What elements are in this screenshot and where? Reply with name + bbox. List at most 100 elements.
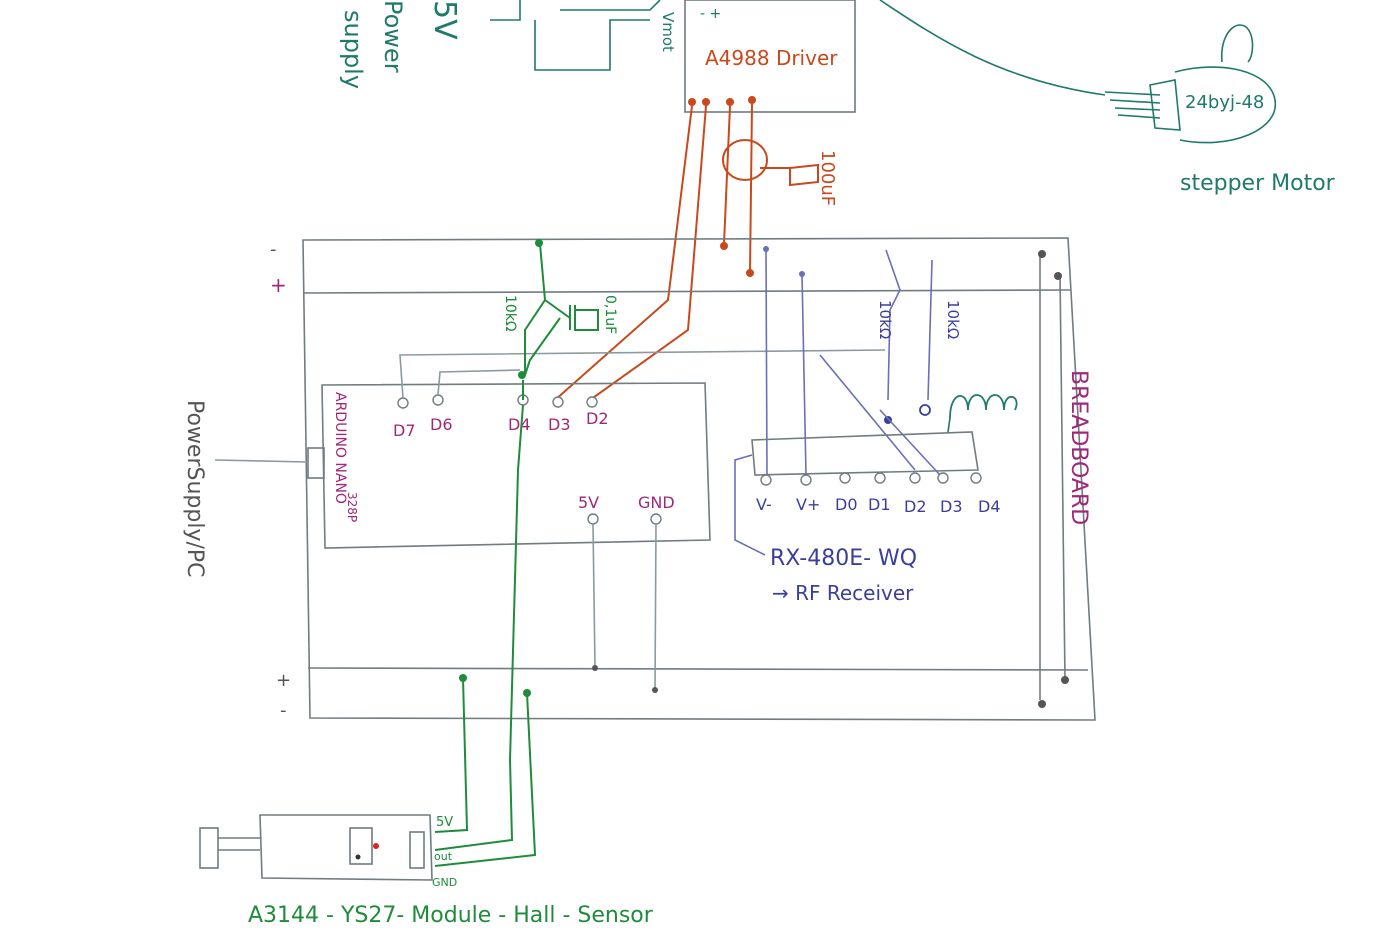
breadboard: - + + - BREADBOARD — [270, 237, 1096, 721]
capacitor-100uf-lead — [760, 163, 819, 187]
rf-v-minus-dot — [763, 246, 769, 252]
arduino-usb-port — [307, 447, 325, 479]
rf-pin-label: D4 — [978, 497, 1001, 516]
arduino-pin-d2 — [586, 396, 598, 408]
arduino-pin-d7 — [397, 397, 409, 409]
rf-pin-d1 — [874, 472, 886, 484]
driver-pin-1 — [688, 98, 696, 106]
rf-receiver-subtitle: → RF Receiver — [772, 581, 914, 605]
button-top-dot — [535, 239, 543, 247]
driver-pin-3 — [726, 98, 734, 106]
rail-minus-connection — [720, 242, 728, 250]
driver-polarity-label: - + — [700, 6, 721, 22]
wire-rf-data — [819, 354, 941, 476]
rf-pin-label: D0 — [835, 495, 858, 514]
rf-receiver-board — [751, 431, 979, 476]
breadboard-bottom-rail-line — [307, 667, 1089, 671]
hall-sensor-header — [409, 831, 425, 869]
breadboard-label: BREADBOARD — [1066, 370, 1091, 525]
breadboard-rail-dot — [1038, 700, 1046, 708]
power-supply-label-power: Power — [379, 0, 407, 73]
motor-cable — [879, 0, 1106, 96]
arduino-power-label: 5V — [578, 493, 599, 512]
arduino-pin-label: D2 — [586, 409, 609, 428]
button-resistor-label: 10kΩ — [502, 295, 518, 332]
rail-plus-connection — [746, 269, 754, 277]
rf-antenna-lead — [947, 417, 951, 433]
button-junction — [518, 371, 526, 379]
rf-pin-v-plus — [800, 474, 812, 486]
power-supply-wire-2 — [560, 0, 661, 11]
wire-d7 — [399, 349, 886, 399]
arduino-pin-label: D3 — [548, 415, 571, 434]
hall-sensor-tip — [199, 827, 219, 869]
driver-pin-2 — [702, 98, 710, 106]
wire-rf-v-plus — [801, 273, 807, 476]
button-capacitor-label: 0,1uF — [602, 295, 618, 334]
rf-pin-d2 — [909, 472, 921, 484]
wire-rf-v-minus — [765, 249, 768, 476]
motor-flange — [1220, 24, 1254, 63]
capacitor-01uf — [544, 299, 599, 331]
rf-antenna-coil — [949, 394, 1018, 419]
arduino-board — [321, 382, 711, 549]
wire-hall-gnd — [434, 692, 537, 867]
breadboard-outline — [302, 237, 1096, 721]
hall-sensor-wiring — [434, 404, 537, 867]
wire-hall-out-to-d4 — [434, 404, 524, 851]
power-supply-label-supply: supply — [339, 10, 367, 89]
motor-connector — [1149, 79, 1181, 131]
rail-top-plus-label: + — [270, 273, 287, 297]
hall-pin-gnd-label: GND — [432, 876, 457, 889]
rail-top-minus-label: - — [270, 239, 277, 260]
wire-hall-5v — [434, 677, 469, 833]
hall-sensor-dot — [355, 854, 361, 860]
capacitor-100uf-label: 100uF — [817, 150, 838, 206]
hall-pin-5v-label: 5V — [436, 815, 453, 830]
wire-driver-to-rail-minus — [723, 105, 731, 245]
power-supply-label-5v: 5V — [427, 0, 462, 40]
arduino-nano: ARDUINO NANO 328P D7 D6 D4 D3 D2 5V GND — [214, 349, 886, 693]
rf-resistor-2-lead — [927, 259, 933, 401]
pc-power-label: PowerSupply/PC — [182, 400, 207, 578]
rf-pin-d0 — [839, 472, 851, 484]
power-supply-5v: 5V Power supply — [339, 0, 661, 89]
capacitor-100uf-body — [722, 139, 768, 181]
button-section: 10kΩ 0,1uF — [502, 239, 618, 400]
rf-resistor-1-lead — [885, 249, 901, 401]
rf-resistors: 10kΩ 10kΩ — [763, 246, 962, 476]
rf-pin-label: D3 — [940, 497, 963, 516]
rf-receiver-bracket — [734, 454, 766, 556]
breadboard-rail-dot — [1054, 272, 1062, 280]
breadboard-top-rail-line — [302, 289, 1071, 294]
wire-gnd-to-rail — [654, 523, 657, 691]
rf-pin-d4 — [970, 472, 982, 484]
motor-body — [1174, 66, 1276, 144]
hall-sensor-leads — [218, 837, 260, 851]
power-supply-wire-3 — [534, 19, 650, 71]
rail-bottom-plus-label: + — [276, 670, 291, 691]
rf-pin-d3 — [937, 472, 949, 484]
capacitor-100uf: 100uF — [722, 139, 838, 206]
driver-label: A4988 Driver — [705, 46, 838, 70]
rf-receiver-name: RX-480E- WQ — [770, 546, 917, 571]
rail-hall-5v-dot — [459, 674, 467, 682]
arduino-pin-label: D7 — [393, 421, 416, 440]
driver-vmot-label: Vmot — [659, 12, 677, 52]
hall-sensor-chip — [349, 827, 373, 865]
hall-pin-out-label: out — [434, 850, 453, 863]
rf-v-plus-dot — [799, 271, 805, 277]
breadboard-rail-dot — [1038, 250, 1046, 258]
rf-resistor-2-label: 10kΩ — [944, 300, 962, 339]
arduino-power-label: GND — [638, 493, 675, 512]
rail-5v-connection — [592, 665, 598, 671]
rail-hall-gnd-dot — [523, 689, 531, 697]
button-resistor-wire — [524, 243, 547, 375]
hall-sensor-led — [373, 843, 379, 849]
wire-5v-to-rail — [592, 523, 596, 669]
a4988-driver: Vmot - + A4988 Driver — [659, 0, 856, 113]
wire-pc-to-usb — [214, 459, 309, 463]
pc-power: PowerSupply/PC — [182, 400, 207, 578]
wire-driver-to-d2 — [589, 105, 707, 401]
driver-wiring — [554, 103, 754, 401]
